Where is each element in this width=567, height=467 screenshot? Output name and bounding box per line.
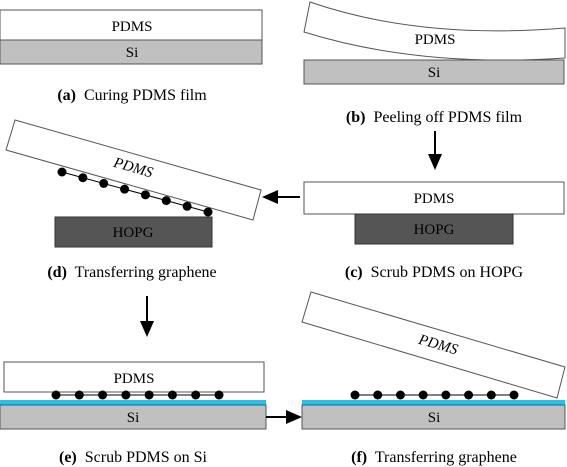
si-substrate — [0, 404, 267, 430]
panel-b-caption: (b) Peeling off PDMS film — [346, 109, 523, 126]
graphene-flake — [167, 390, 177, 400]
graphene-flake — [161, 196, 171, 206]
hopg-block — [354, 213, 514, 245]
panel-b-letter: (b) — [346, 109, 366, 126]
panel-a-text: Curing PDMS film — [84, 87, 207, 104]
pdms-film — [0, 9, 263, 41]
graphene-flake — [418, 390, 428, 400]
arrow-right-e-to-f — [266, 410, 302, 424]
hopg-label: HOPG — [414, 222, 455, 238]
hopg-block — [54, 216, 213, 248]
pdms-label: PDMS — [414, 191, 455, 207]
interface-layer — [0, 400, 266, 405]
interface-layer — [302, 400, 565, 405]
graphene-flakes — [350, 390, 519, 400]
panel-f-text: Transferring graphene — [375, 449, 517, 466]
pdms-label: PDMS — [114, 371, 155, 387]
graphene-flake — [464, 390, 474, 400]
graphene-flake — [140, 190, 150, 200]
pdms-label: PDMS — [415, 32, 456, 48]
panel-a-caption: (a) Curing PDMS film — [57, 87, 207, 104]
pdms-film-tilted — [5, 119, 262, 221]
arrow-left-c-to-d — [262, 190, 300, 204]
graphene-flake — [121, 390, 131, 400]
graphene-flakes — [51, 390, 224, 400]
pdms-film-peeling — [303, 1, 566, 61]
pdms-film — [3, 361, 265, 393]
pdms-label: PDMS — [112, 19, 153, 35]
graphene-flake — [120, 184, 130, 194]
panel-c: PDMS HOPG (c) Scrub PDMS on HOPG — [303, 181, 565, 281]
hopg-label: HOPG — [113, 225, 154, 241]
si-label: Si — [428, 65, 441, 81]
panel-d: PDMS HOPG (d) Transferring graphene — [5, 119, 262, 281]
arrow-down-d-to-e — [140, 296, 154, 337]
graphene-flake — [51, 390, 61, 400]
graphene-flake — [214, 390, 224, 400]
panel-c-caption: (c) Scrub PDMS on HOPG — [345, 264, 524, 281]
panel-f-caption: (f) Transferring graphene — [351, 449, 517, 466]
graphene-flake — [395, 390, 405, 400]
panel-c-letter: (c) — [345, 264, 363, 281]
pdms-film — [303, 181, 565, 215]
graphene-flake — [98, 390, 108, 400]
graphene-flake — [144, 390, 154, 400]
si-substrate — [301, 404, 566, 430]
si-label: Si — [428, 410, 441, 426]
panel-e-letter: (e) — [59, 449, 77, 466]
arrow-down-b-to-c — [428, 131, 442, 170]
panel-e-caption: (e) Scrub PDMS on Si — [59, 449, 208, 466]
graphene-flake — [509, 390, 519, 400]
graphene-flake — [203, 207, 213, 217]
panel-e: PDMS Si (e) Scrub PDMS on Si — [0, 361, 267, 466]
panel-e-text: Scrub PDMS on Si — [85, 449, 208, 466]
panel-d-text: Transferring graphene — [75, 264, 217, 281]
graphene-flakes — [57, 167, 213, 217]
panel-b-text: Peeling off PDMS film — [373, 109, 522, 126]
panel-f: PDMS Si (f) Transferring graphene — [301, 291, 566, 466]
panel-d-letter: (d) — [47, 264, 67, 281]
graphene-flake — [182, 201, 192, 211]
graphene-flake — [373, 390, 383, 400]
panel-a-letter: (a) — [57, 87, 76, 104]
graphene-flake — [441, 390, 451, 400]
panel-c-text: Scrub PDMS on HOPG — [371, 264, 524, 281]
panel-f-letter: (f) — [351, 449, 367, 466]
si-label: Si — [126, 45, 139, 61]
graphene-flake — [350, 390, 360, 400]
panel-d-caption: (d) Transferring graphene — [47, 264, 216, 281]
pdms-film-lifted — [301, 291, 566, 399]
si-substrate — [0, 39, 263, 65]
panel-a: PDMS Si (a) Curing PDMS film — [0, 9, 263, 104]
graphene-flake — [99, 178, 109, 188]
graphene-flake — [57, 167, 67, 177]
panel-b: PDMS Si (b) Peeling off PDMS film — [303, 1, 566, 126]
graphene-flake — [78, 173, 88, 183]
graphene-flake — [74, 390, 84, 400]
graphene-flake — [191, 390, 201, 400]
si-label: Si — [127, 410, 140, 426]
si-substrate — [303, 59, 565, 85]
graphene-flake — [486, 390, 496, 400]
